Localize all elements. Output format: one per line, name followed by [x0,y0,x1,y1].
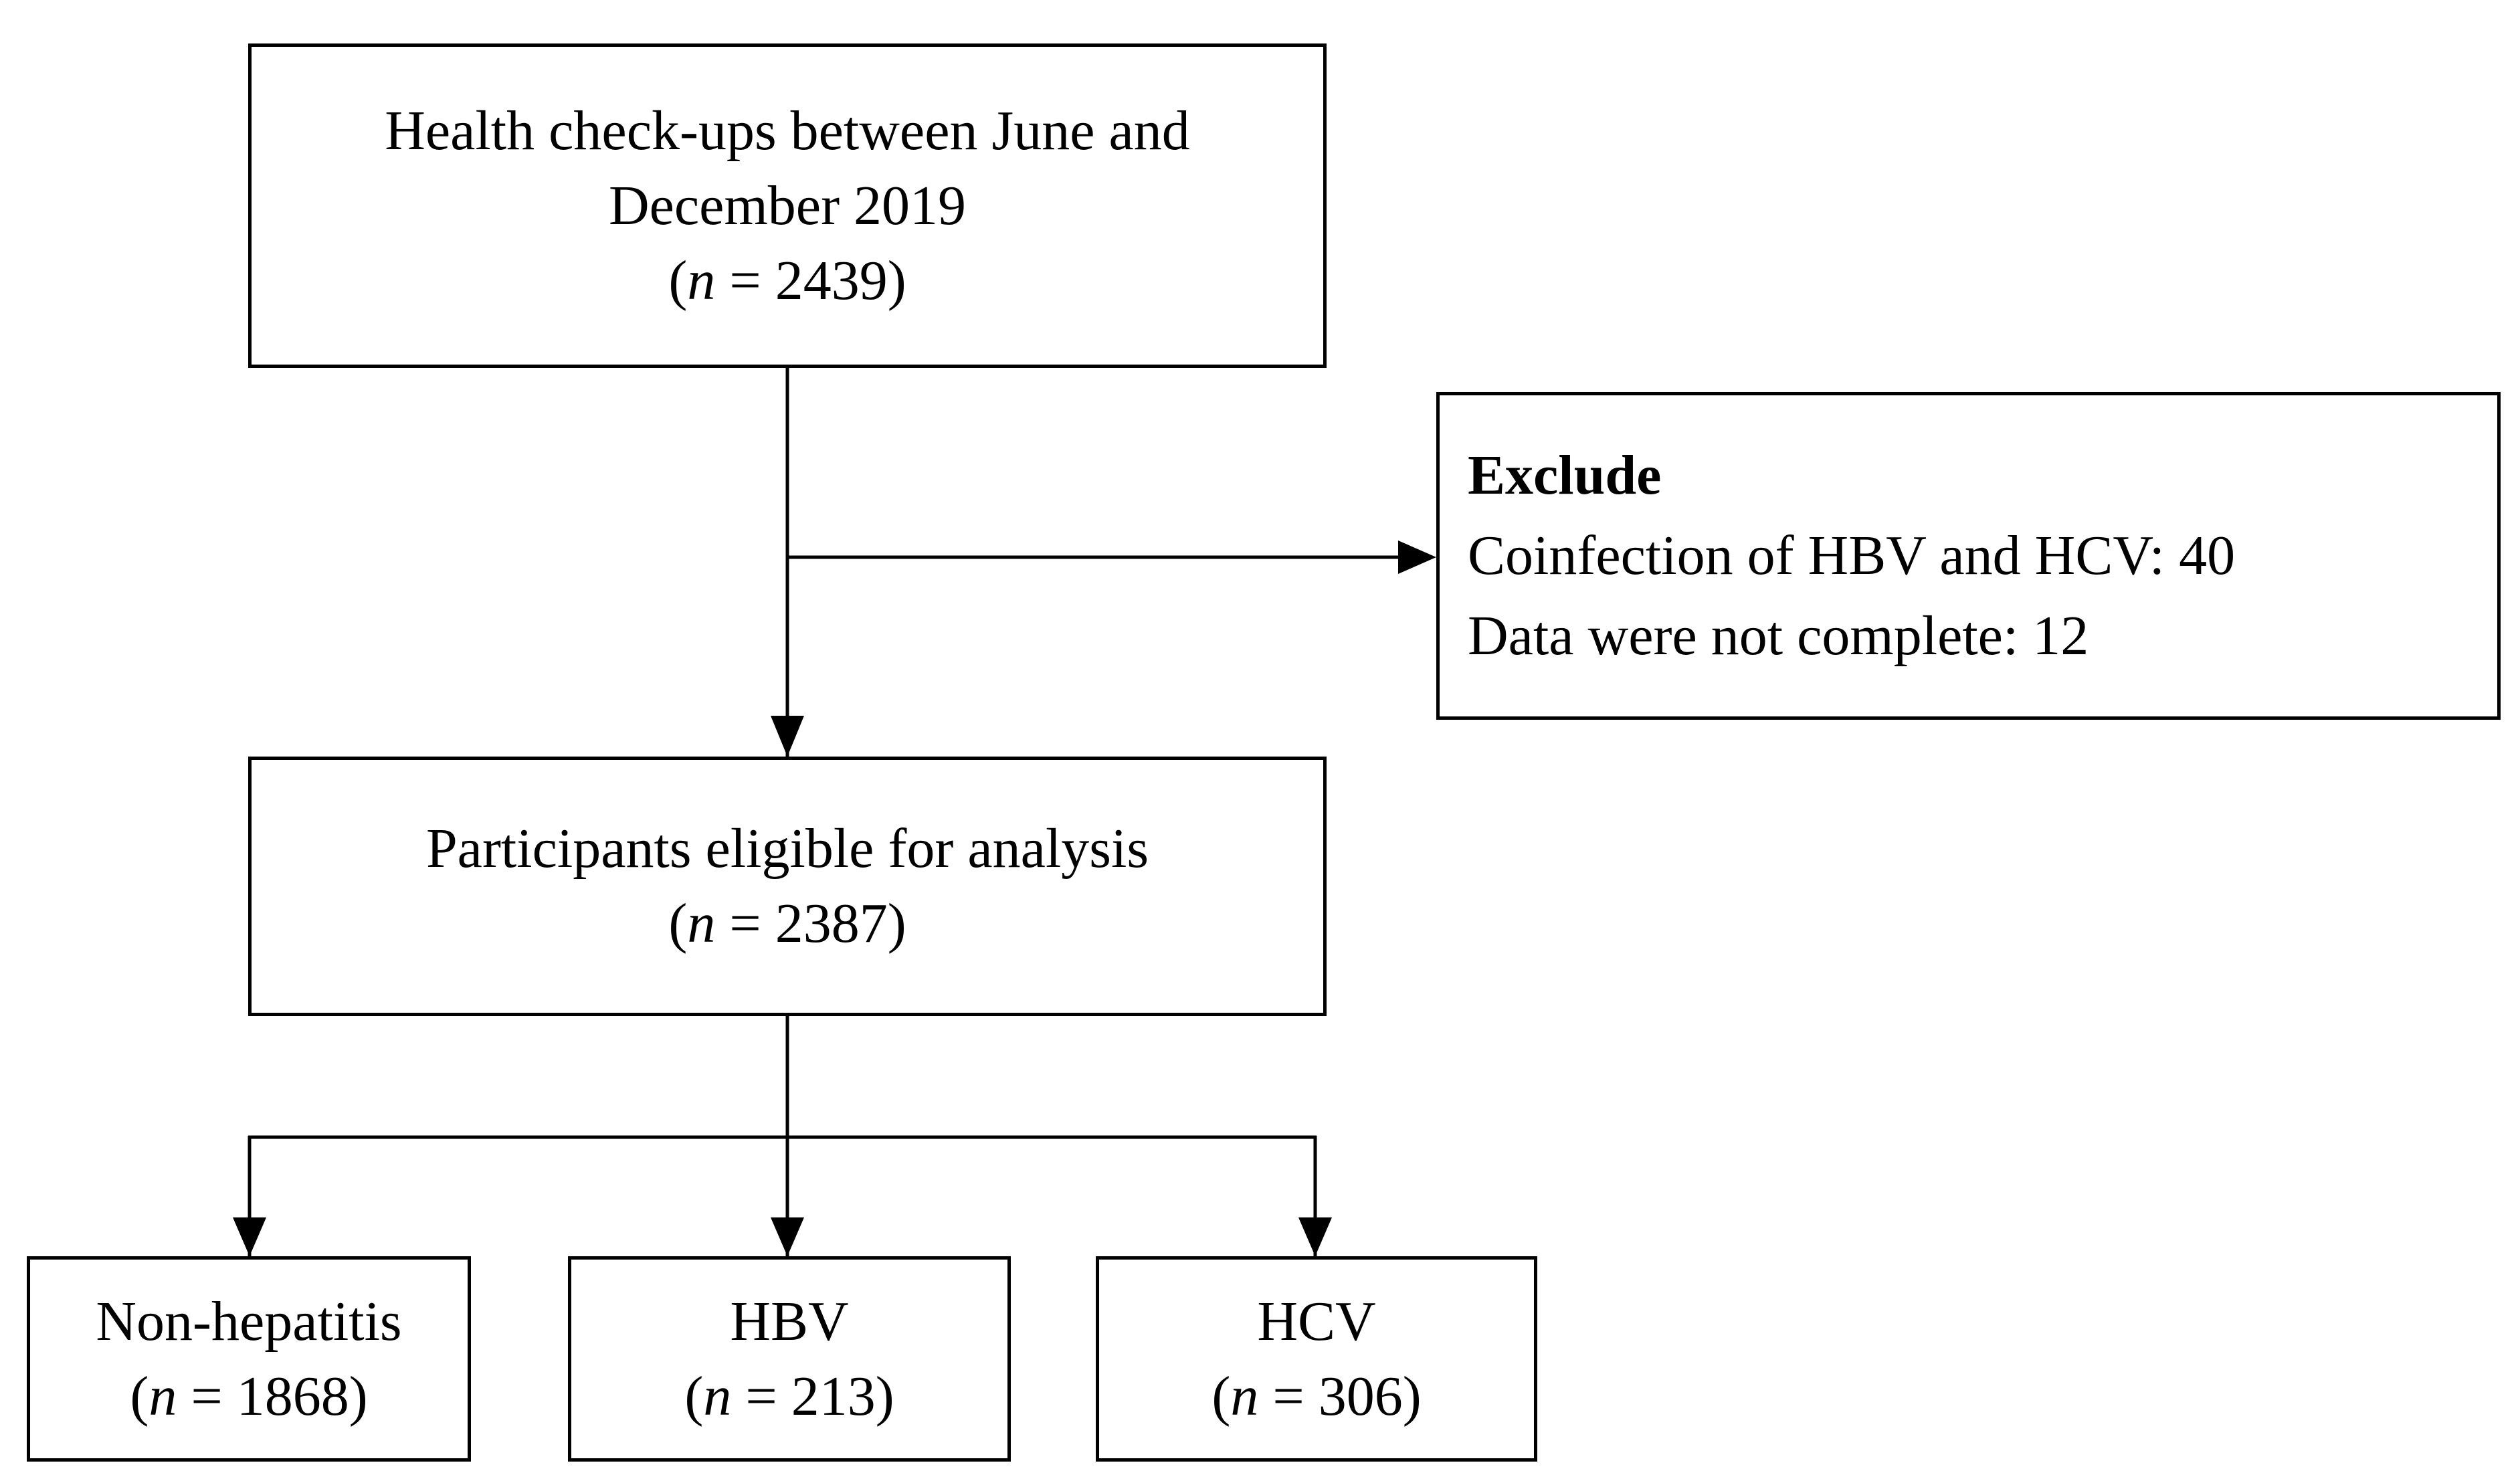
group-box-hcv: HCV (n = 306) [1096,1256,1537,1462]
arrowhead-exclude [1398,540,1436,574]
group-count-hcv: (n = 306) [1211,1365,1422,1427]
source-count: (n = 2439) [668,249,906,312]
group-label-hbv: HBV [730,1290,849,1353]
group-label-hcv: HCV [1257,1290,1376,1353]
group-count-hbv: (n = 213) [684,1365,894,1427]
source-population-box: Health check-ups between June and Decemb… [248,43,1327,368]
exclude-item-incomplete: Data were not complete: 12 [1468,605,2089,667]
exclusion-box: Exclude Coinfection of HBV and HCV: 40 D… [1436,392,2501,720]
source-line-1: Health check-ups between June and [385,99,1190,162]
exclude-item-coinfection: Coinfection of HBV and HCV: 40 [1468,524,2236,587]
eligible-count: (n = 2387) [668,892,906,955]
arrowhead-hbv [771,1217,804,1256]
arrowhead-nonhep [233,1217,266,1256]
group-label-non-hepatitis: Non-hepatitis [96,1290,402,1353]
group-box-non-hepatitis: Non-hepatitis (n = 1868) [27,1256,471,1462]
source-line-2: December 2019 [608,174,967,237]
arrowhead-hcv [1298,1217,1332,1256]
eligible-line-1: Participants eligible for analysis [425,817,1149,880]
exclude-heading: Exclude [1468,444,1662,506]
eligible-participants-box: Participants eligible for analysis (n = … [248,757,1327,1016]
group-box-hbv: HBV (n = 213) [568,1256,1011,1462]
arrowhead-eligible [771,716,804,757]
group-count-non-hepatitis: (n = 1868) [130,1365,368,1427]
